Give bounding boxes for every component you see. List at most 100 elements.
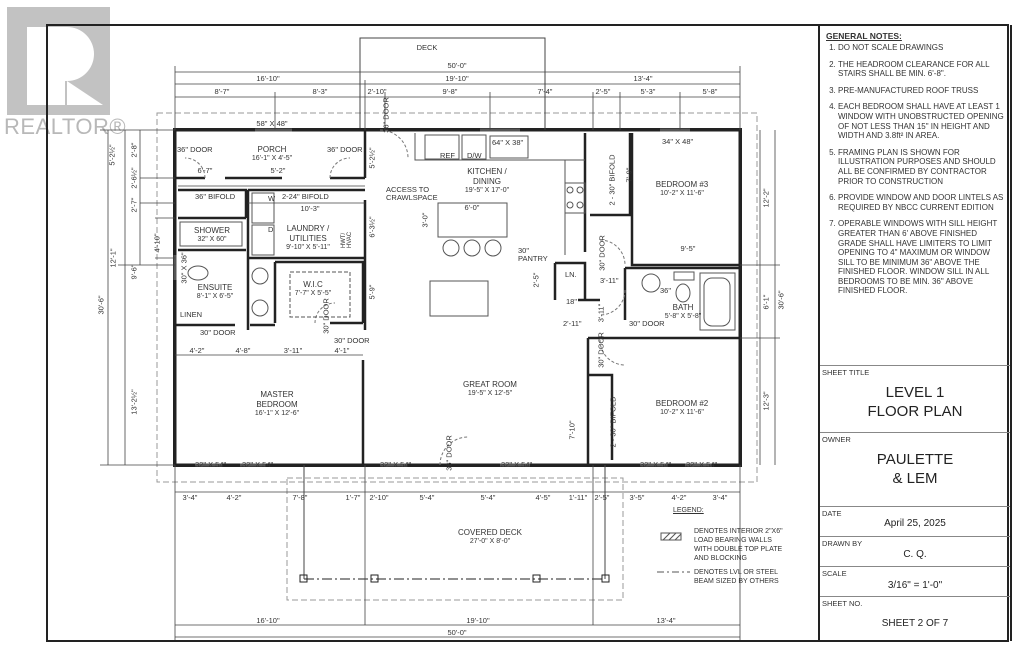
note-item: PRE-MANUFACTURED ROOF TRUSS (838, 86, 1006, 96)
date-label: DATE (822, 509, 842, 518)
linen-closet-label: LN. (565, 270, 577, 279)
title-block: GENERAL NOTES: DO NOT SCALE DRAWINGS THE… (818, 25, 1012, 641)
window-label: 34" X 48" (662, 137, 694, 146)
door-label: 30" DOOR (596, 332, 606, 368)
windows (173, 128, 712, 467)
dim-label: 2'-10" (369, 493, 389, 502)
dim-overall-bottom: 50'-0" (447, 628, 467, 637)
sheet-title-label: SHEET TITLE (822, 368, 870, 377)
dim-label: 5'-9" (367, 284, 377, 300)
dim-label: 7'-8" (292, 493, 308, 502)
dim-label: 4'-8" (235, 346, 251, 355)
dim-label: 8'-3" (312, 87, 328, 96)
dim-label: 12'-3" (761, 391, 771, 411)
dim-label: 4'-1" (334, 346, 350, 355)
dim-label: 30'-6" (96, 295, 106, 315)
crawlspace-access-label: ACCESS TO CRAWLSPACE (386, 185, 438, 202)
door-label: 36" DOOR (177, 145, 213, 154)
island-dim: 6'-0" (464, 203, 480, 212)
door-label: 30" DOOR (334, 336, 370, 345)
vanity-label: 36" (660, 286, 672, 295)
legend-item-load-bearing: DENOTES INTERIOR 2"X6" LOAD BEARING WALL… (694, 528, 783, 563)
pantry-label: 30" PANTRY (518, 246, 548, 263)
roof-outline (156, 112, 758, 483)
dim-label: 8'-7" (214, 87, 230, 96)
date-value: April 25, 2025 (884, 518, 946, 529)
dim-label: 12'-1" (108, 248, 118, 268)
dim-label: 19'-10" (445, 74, 469, 83)
dim-label: 5'-3" (640, 87, 656, 96)
dim-label: 18" (566, 297, 578, 306)
dishwasher-label: D/W (467, 151, 482, 160)
legend-symbols (657, 532, 690, 573)
deck-label: DECK (416, 43, 438, 52)
drawn-by-value: C. Q. (903, 549, 927, 560)
dim-label: 3'-11" (283, 346, 303, 355)
window-label: 32" X 54" (686, 460, 718, 469)
dim-label: 2'-5" (594, 493, 610, 502)
scale-value: 3/16" = 1'-0" (887, 580, 943, 591)
door-label: 36" DOOR (381, 97, 391, 133)
dim-label: 7'-4" (537, 87, 553, 96)
note-item: EACH BEDROOM SHALL HAVE AT LEAST 1 WINDO… (838, 102, 1006, 140)
dim-label: 5'-4" (419, 493, 435, 502)
exterior-walls (173, 128, 742, 467)
dim-label: 9'-8" (442, 87, 458, 96)
dim-label: 10'-3" (300, 204, 320, 213)
dim-label: 2'-8" (129, 142, 139, 158)
dim-label: 6'-3½" (367, 216, 377, 238)
dim-label: 2'-5" (595, 87, 611, 96)
owner-name: PAULETTE & LEM (876, 451, 954, 487)
sheet-no-label: SHEET NO. (822, 599, 863, 608)
dim-label: 16'-10" (256, 74, 280, 83)
note-item: PROVIDE WINDOW AND DOOR LINTELS AS REQUI… (838, 193, 1006, 212)
window-label: 32" X 54" (501, 460, 533, 469)
island-dim: 3'-0" (420, 212, 430, 228)
sheet-title-section: SHEET TITLE LEVEL 1 FLOOR PLAN (820, 365, 1010, 433)
dim-label: 13'-4" (633, 74, 653, 83)
bifold-label: 36" BIFOLD (195, 192, 236, 201)
dim-label: 1'-7" (345, 493, 361, 502)
dim-label: 6'-1" (761, 294, 771, 310)
dim-label: 30'-6" (776, 290, 786, 310)
door-label: 30" DOOR (629, 319, 665, 328)
dim-label: 12'-2" (761, 188, 771, 208)
window-label: 64" X 38" (492, 138, 524, 147)
sheet-no-value: SHEET 2 OF 7 (881, 618, 949, 629)
deck-posts (299, 574, 610, 583)
dim-label: 3'-11" (596, 303, 606, 323)
owner-section: OWNER PAULETTE & LEM (820, 432, 1010, 507)
covered-deck-outline (286, 477, 624, 601)
dim-label: 4'-5" (535, 493, 551, 502)
dim-label: 6'-7" (197, 166, 213, 175)
dim-label: 5'-8" (702, 87, 718, 96)
door-label: 30" DOOR (321, 298, 331, 334)
dim-label: 5'-2" (270, 166, 286, 175)
note-item: DO NOT SCALE DRAWINGS (838, 43, 1006, 53)
bifold-label: 2 - 30" BIFOLD (607, 154, 617, 206)
window-label: 32" X 54" (380, 460, 412, 469)
window-label: 30" X 36" (179, 252, 189, 284)
realtor-logo-text: REALTOR® (4, 114, 127, 139)
bifold-label: 2-24" BIFOLD (282, 192, 329, 201)
legend-item-beam: DENOTES LVL OR STEEL BEAM SIZED BY OTHER… (694, 569, 779, 586)
owner-label: OWNER (822, 435, 851, 444)
dim-label: 2'-5" (531, 272, 541, 288)
drawn-by-label: DRAWN BY (822, 539, 863, 548)
dim-label: 3'-5" (629, 493, 645, 502)
window-label: 58" X 48" (256, 119, 288, 128)
dim-label: 13'-2½" (129, 389, 139, 415)
date-section: DATE April 25, 2025 (820, 506, 1010, 537)
window-label: 32" X 54" (640, 460, 672, 469)
sheet-no-section: SHEET NO. SHEET 2 OF 7 (820, 596, 1010, 642)
